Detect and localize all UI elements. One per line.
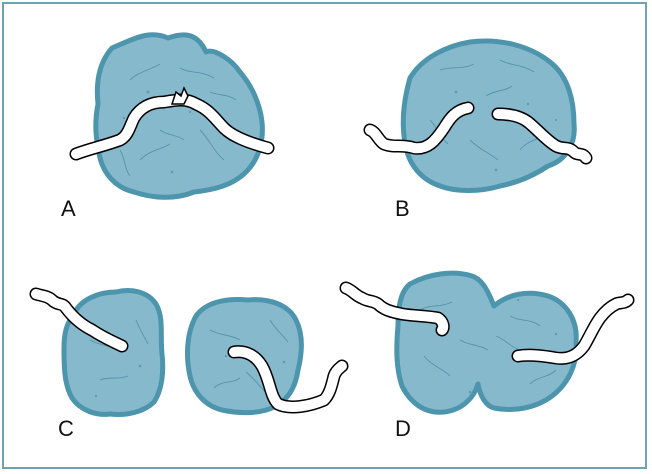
panel-label-d: D: [395, 416, 411, 441]
tissue-mass-a: [96, 35, 263, 198]
tissue-mass-d: [397, 273, 576, 412]
panel-a: A: [61, 35, 268, 221]
panel-label-c: C: [58, 416, 74, 441]
panel-label-b: B: [395, 196, 410, 221]
panel-c: C: [36, 291, 342, 442]
panel-d: D: [346, 273, 628, 441]
panel-label-a: A: [61, 196, 76, 221]
tissue-mass-c-left: [64, 291, 163, 415]
tissue-mass-b: [403, 41, 574, 191]
panel-b: B: [370, 41, 586, 221]
